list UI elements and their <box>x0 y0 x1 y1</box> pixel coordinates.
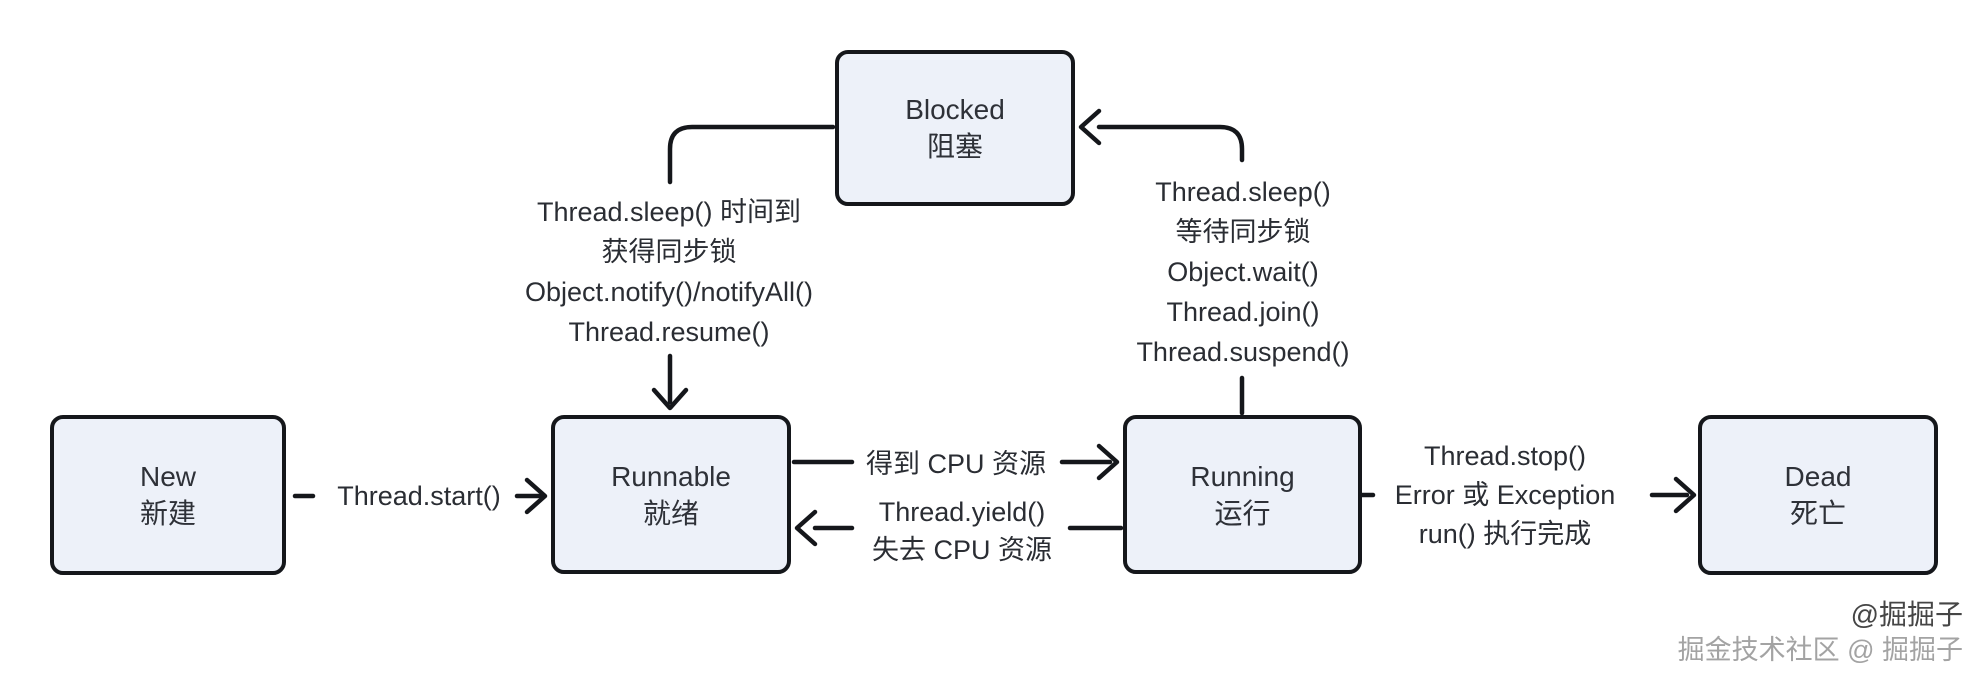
edge-label-running-to-runnable: Thread.yield() 失去 CPU 资源 <box>872 493 1052 569</box>
edge-label-line: Thread.suspend() <box>1136 337 1350 367</box>
edge-label-running-to-dead: Thread.stop() Error 或 Exception run() 执行… <box>1395 437 1616 554</box>
node-dead: Dead 死亡 <box>1698 415 1938 575</box>
edge-label-running-to-blocked: Thread.sleep() 等待同步锁 Object.wait() Threa… <box>1136 172 1349 372</box>
node-subtitle: 新建 <box>139 498 196 529</box>
node-subtitle: 阻塞 <box>926 131 983 162</box>
node-new: New 新建 <box>50 415 286 575</box>
edge-label-line: Thread.sleep() <box>1155 177 1331 207</box>
edge-label-line: Thread.sleep() 时间到 <box>536 197 802 227</box>
edge-label-line: Thread.yield() <box>878 497 1046 527</box>
edge-label-blocked-to-runnable: Thread.sleep() 时间到 获得同步锁 Object.notify()… <box>525 192 813 352</box>
node-title: Dead <box>1784 461 1852 492</box>
edge-blocked-to-runnable <box>651 124 836 411</box>
edge-label-line: Thread.join() <box>1166 297 1320 327</box>
node-blocked: Blocked 阻塞 <box>835 50 1075 206</box>
node-title: Running <box>1190 460 1295 492</box>
edge-label-line: Thread.start() <box>337 481 501 511</box>
edge-label-line: 失去 CPU 资源 <box>871 535 1053 565</box>
edge-label-runnable-to-running: 得到 CPU 资源 <box>866 444 1046 484</box>
node-subtitle: 运行 <box>1214 497 1271 529</box>
edge-running-to-blocked <box>1078 108 1245 416</box>
edge-running-to-runnable <box>794 509 1124 547</box>
edge-label-line: 等待同步锁 <box>1175 217 1311 247</box>
edge-label-line: Object.wait() <box>1167 257 1319 287</box>
edge-label-line: 获得同步锁 <box>601 237 737 267</box>
node-subtitle: 就绪 <box>642 497 699 529</box>
edge-label-line: Thread.stop() <box>1423 441 1587 471</box>
node-runnable: Runnable 就绪 <box>551 415 791 574</box>
node-title: Blocked <box>905 94 1005 125</box>
node-title: New <box>139 461 196 492</box>
node-title: Runnable <box>611 460 731 492</box>
node-running: Running 运行 <box>1123 415 1362 574</box>
edge-runnable-to-running <box>791 443 1120 481</box>
watermark-community: 掘金技术社区 @ 掘掘子 <box>1677 635 1963 665</box>
node-subtitle: 死亡 <box>1789 498 1846 529</box>
edge-label-line: 得到 CPU 资源 <box>865 449 1047 479</box>
edge-new-to-runnable <box>292 477 548 515</box>
edge-label-new-to-runnable: Thread.start() <box>337 476 501 516</box>
watermark: @掘掘子 掘金技术社区 @ 掘掘子 <box>1678 597 1963 668</box>
edge-label-line: Object.notify()/notifyAll() <box>524 277 814 307</box>
edge-label-line: Error 或 Exception <box>1394 480 1616 510</box>
edge-label-line: run() 执行完成 <box>1418 519 1592 549</box>
edge-label-line: Thread.resume() <box>568 317 770 347</box>
watermark-author: @掘掘子 <box>1850 599 1963 630</box>
